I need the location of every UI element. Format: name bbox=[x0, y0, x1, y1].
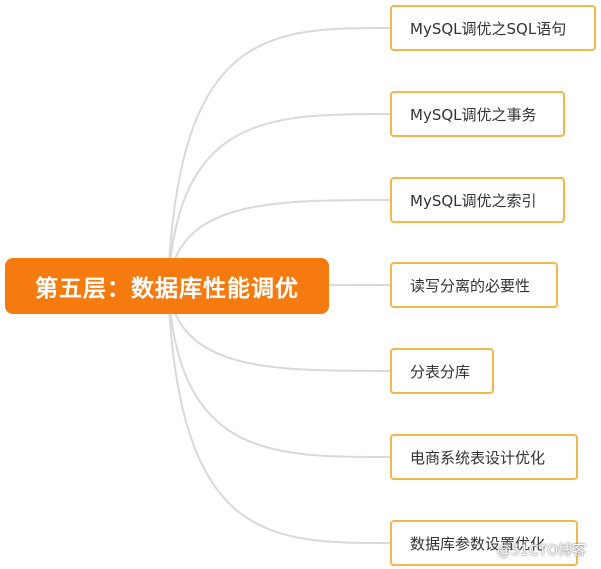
child-node-label: 数据库参数设置优化 bbox=[410, 534, 546, 553]
root-topic-node[interactable]: 第五层：数据库性能调优 bbox=[5, 258, 329, 314]
child-node-ecommerce-table-design[interactable]: 电商系统表设计优化 bbox=[390, 434, 578, 480]
child-node-index[interactable]: MySQL调优之索引 bbox=[390, 177, 565, 223]
watermark-text: @51CTO博客 bbox=[497, 543, 587, 559]
connector-line-6 bbox=[167, 285, 391, 544]
root-topic-label: 第五层：数据库性能调优 bbox=[35, 276, 299, 302]
connector-line-2 bbox=[167, 199, 391, 287]
connector-line-1 bbox=[167, 113, 391, 287]
connector-line-5 bbox=[167, 285, 391, 458]
child-node-label: 分表分库 bbox=[410, 362, 471, 381]
connector-line-0 bbox=[167, 27, 391, 287]
child-node-label: MySQL调优之事务 bbox=[410, 105, 537, 124]
child-node-sharding[interactable]: 分表分库 bbox=[390, 348, 494, 394]
child-node-label: 读写分离的必要性 bbox=[410, 276, 531, 295]
child-node-read-write-split[interactable]: 读写分离的必要性 bbox=[390, 262, 558, 308]
connector-line-4 bbox=[167, 285, 391, 372]
child-node-transaction[interactable]: MySQL调优之事务 bbox=[390, 91, 565, 137]
child-node-label: MySQL调优之SQL语句 bbox=[410, 19, 567, 38]
child-node-sql-statement[interactable]: MySQL调优之SQL语句 bbox=[390, 5, 596, 51]
child-node-label: MySQL调优之索引 bbox=[410, 191, 537, 210]
child-node-label: 电商系统表设计优化 bbox=[410, 448, 546, 467]
child-node-db-parameter-tuning[interactable]: 数据库参数设置优化 bbox=[390, 520, 578, 566]
